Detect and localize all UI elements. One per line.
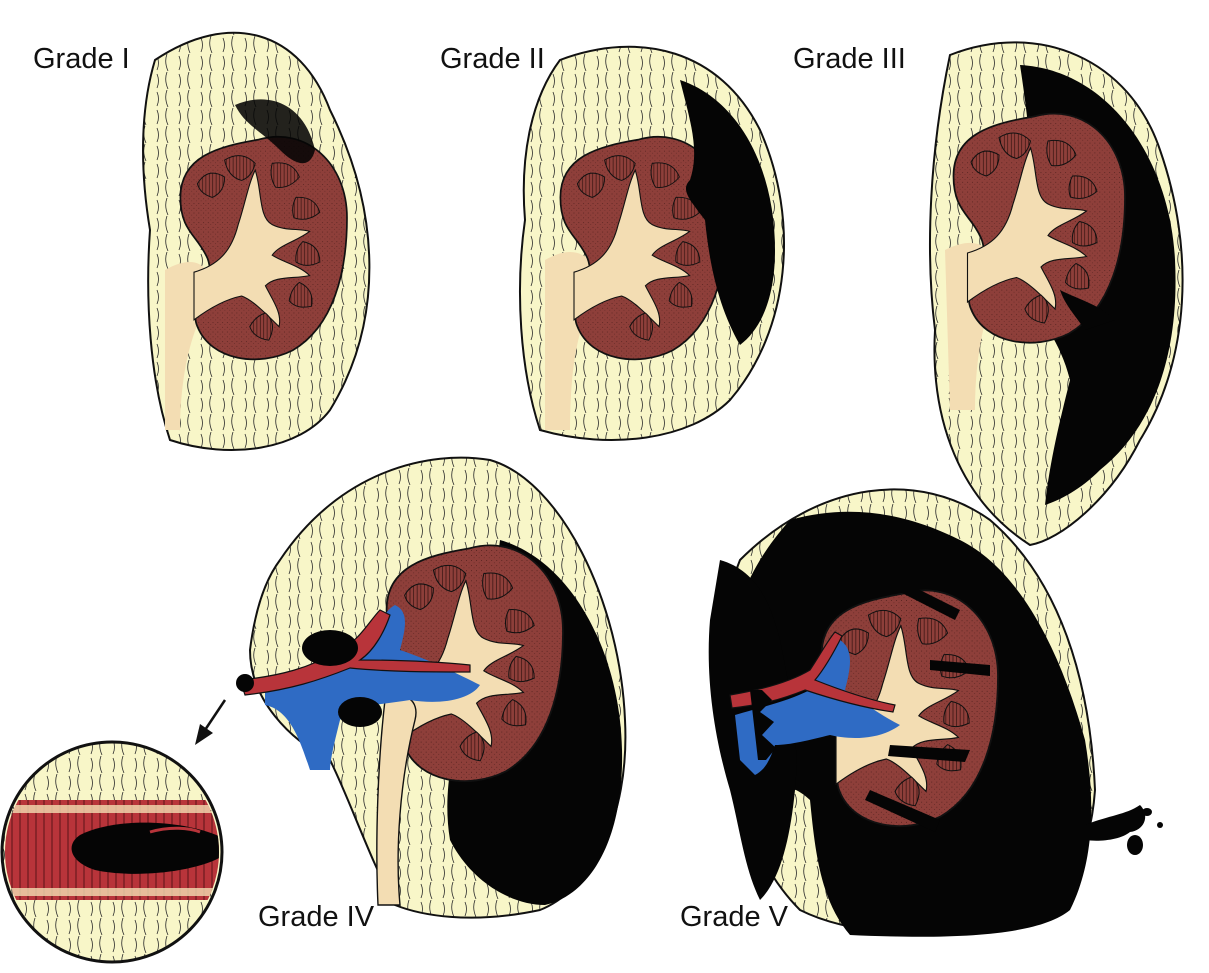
panel-label-grade-5: Grade V [680,901,789,933]
panel-grade-4: Grade IV [0,456,627,964]
renal-vein [265,605,480,770]
panel-label-grade-4: Grade IV [258,901,375,933]
avulsed-renal-vein [735,640,900,775]
panel-label-grade-1: Grade I [33,43,130,75]
hilar-hematoma [302,630,358,666]
arterial-thrombus-site [236,674,254,692]
vessel-avulsion-tear [750,690,776,760]
intimal-tear-thrombus [71,822,219,874]
ureter [376,695,417,906]
parenchymal-fractures [865,580,990,832]
panel-grade-2: Grade II [440,43,785,441]
magnified-vessel-inset [0,740,224,964]
panel-label-grade-3: Grade III [793,43,906,75]
blood-extravasation [1085,805,1163,855]
panel-grade-5: Grade V [680,488,1163,937]
arrow-icon [195,699,227,745]
subcapsular-hematoma [235,99,315,164]
hilar-hematoma [338,697,382,727]
panel-grade-1: Grade I [33,31,371,451]
perirenal-hematoma [680,80,775,345]
panel-label-grade-2: Grade II [440,43,545,75]
panel-grade-3: Grade III [793,41,1184,547]
avulsed-renal-artery [729,631,896,713]
cortical-laceration [1060,290,1115,330]
